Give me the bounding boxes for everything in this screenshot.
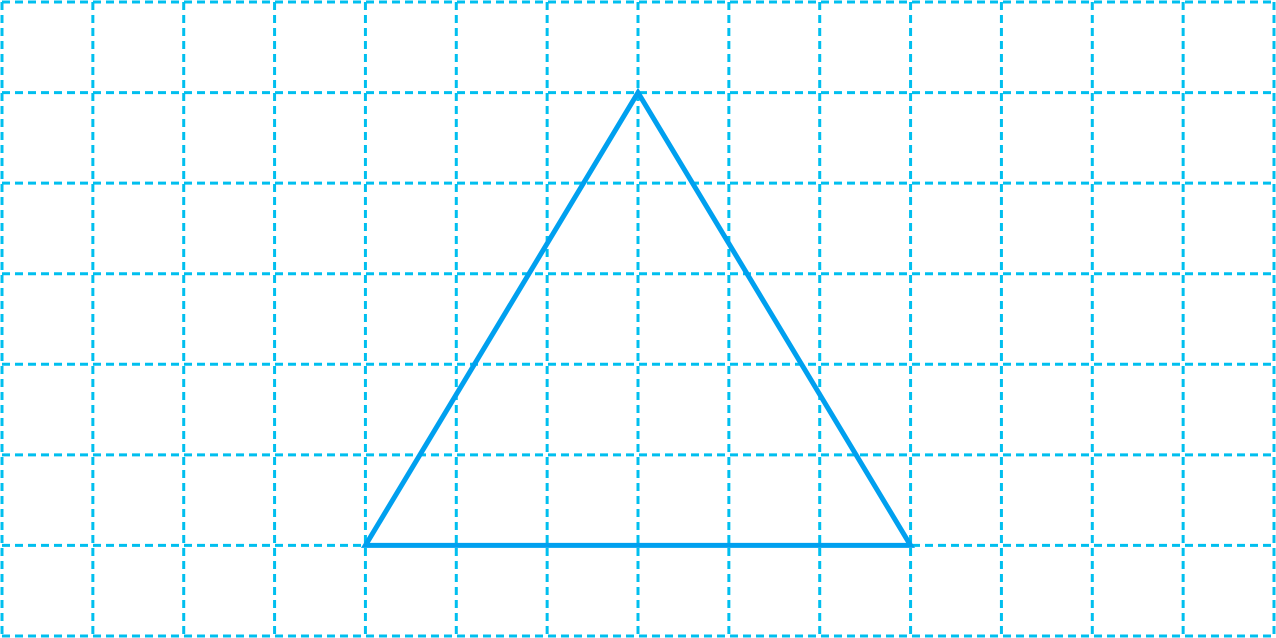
triangle [360, 87, 916, 548]
